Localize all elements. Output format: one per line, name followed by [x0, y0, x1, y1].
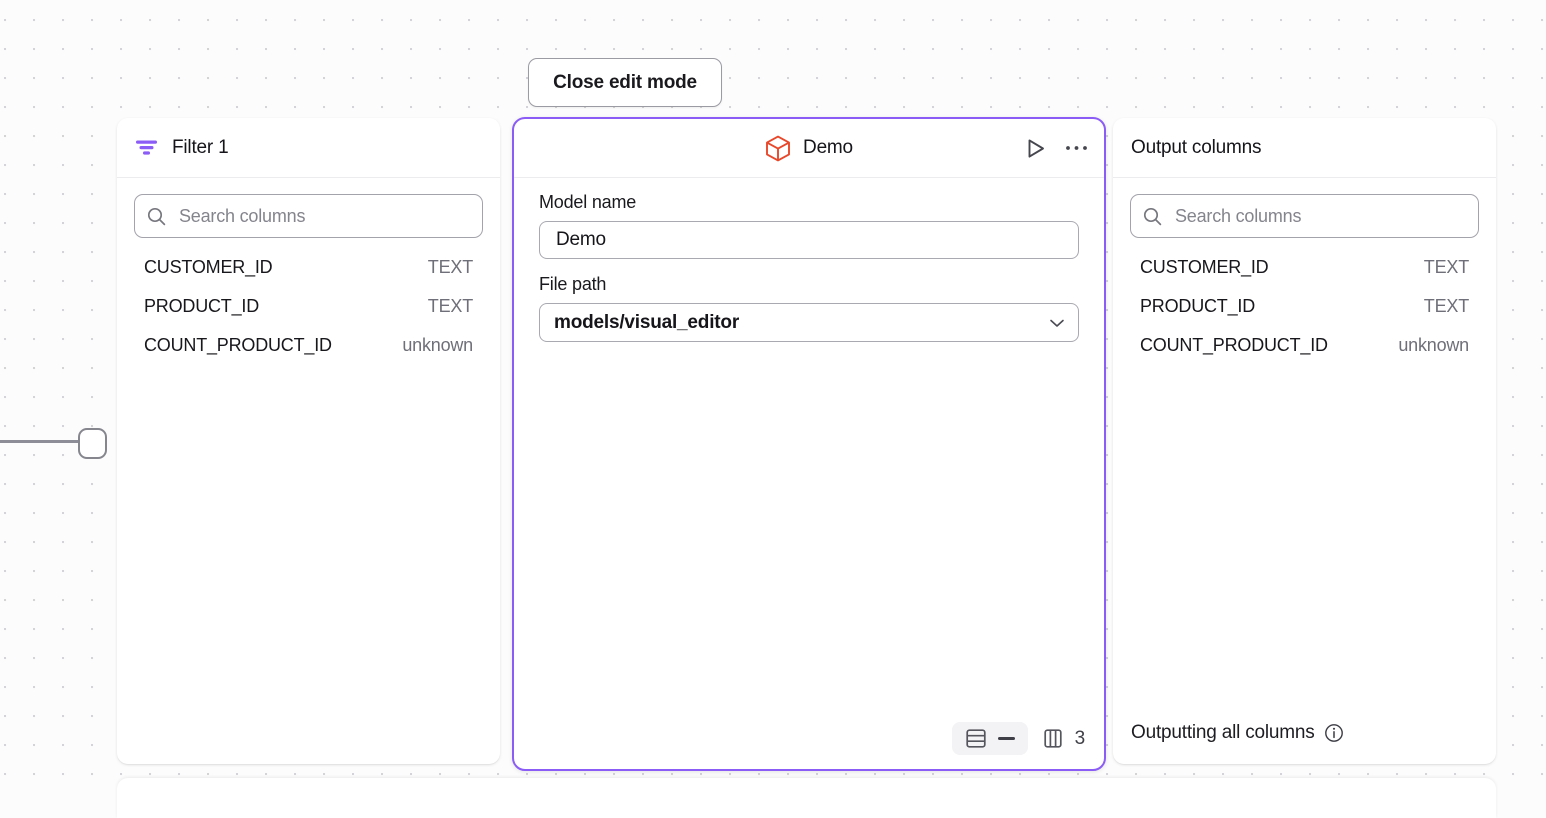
columns-icon — [1042, 728, 1064, 749]
model-panel-body: Model name File path models/visual_edito… — [514, 178, 1104, 769]
column-row[interactable]: CUSTOMER_ID TEXT — [134, 257, 483, 293]
column-row[interactable]: COUNT_PRODUCT_ID unknown — [1130, 335, 1479, 371]
output-panel-header: Output columns — [1113, 118, 1496, 178]
column-name: PRODUCT_ID — [1140, 296, 1256, 316]
output-footer: Outputting all columns — [1130, 702, 1479, 764]
column-row[interactable]: PRODUCT_ID TEXT — [1130, 296, 1479, 332]
search-icon — [1143, 207, 1162, 225]
column-type: TEXT — [427, 296, 473, 316]
filter-panel[interactable]: Filter 1 CUSTOMER_ID TEXT PRODUCT_ID TEXT CO… — [117, 118, 500, 764]
output-search-field[interactable] — [1130, 194, 1479, 238]
filter-search-input[interactable] — [177, 204, 470, 228]
info-icon[interactable] — [1324, 723, 1344, 743]
output-search-input[interactable] — [1173, 204, 1466, 228]
model-footer-stats: 3 — [951, 722, 1085, 755]
file-path-label: File path — [539, 274, 607, 294]
output-panel-title: Output columns — [1131, 136, 1262, 158]
model-name-label: Model name — [539, 192, 637, 212]
file-path-value: models/visual_editor — [554, 311, 740, 333]
connector-edge — [0, 440, 80, 443]
column-row[interactable]: COUNT_PRODUCT_ID unknown — [134, 335, 483, 371]
column-type: TEXT — [1423, 257, 1469, 277]
filter-column-list: CUSTOMER_ID TEXT PRODUCT_ID TEXT COUNT_PRODU… — [134, 257, 483, 371]
column-count-stat[interactable]: 3 — [1042, 728, 1085, 750]
column-type: unknown — [1398, 335, 1469, 355]
bottom-panel-peek[interactable] — [117, 778, 1496, 818]
connector-handle[interactable] — [78, 428, 107, 459]
column-type: unknown — [402, 335, 473, 355]
model-name-input[interactable] — [554, 228, 1064, 252]
row-count-stat[interactable] — [951, 722, 1028, 755]
close-edit-mode-button[interactable]: Close edit mode — [528, 58, 722, 107]
filter-search-field[interactable] — [134, 194, 483, 238]
search-icon — [147, 207, 166, 225]
output-panel-body: CUSTOMER_ID TEXT PRODUCT_ID TEXT COUNT_PRODU… — [1113, 178, 1496, 764]
filter-panel-header: Filter 1 — [117, 118, 500, 178]
column-name: COUNT_PRODUCT_ID — [1140, 335, 1328, 355]
column-row[interactable]: CUSTOMER_ID TEXT — [1130, 257, 1479, 293]
column-name: PRODUCT_ID — [144, 296, 260, 316]
output-columns-panel[interactable]: Output columns CUSTOMER_IDTEXTPRODUCT_ID… — [1113, 118, 1496, 764]
column-name: CUSTOMER_ID — [144, 257, 273, 277]
model-panel-header: Demo — [514, 119, 1104, 178]
ellipsis-icon — [1066, 146, 1087, 150]
column-row[interactable]: PRODUCT_ID TEXT — [134, 296, 483, 332]
cube-icon — [765, 135, 791, 162]
filter-icon — [135, 139, 158, 156]
column-type: TEXT — [1423, 296, 1469, 316]
row-count-value — [997, 737, 1015, 740]
filter-panel-title: Filter 1 — [172, 136, 229, 158]
filter-panel-body: CUSTOMER_ID TEXT PRODUCT_ID TEXT COUNT_PRODU… — [117, 178, 500, 764]
column-name: COUNT_PRODUCT_ID — [144, 335, 332, 355]
column-count-value: 3 — [1074, 727, 1086, 749]
rows-icon — [965, 728, 987, 749]
model-panel-title: Demo — [803, 137, 853, 158]
run-button[interactable] — [1024, 137, 1047, 160]
output-column-list: CUSTOMER_ID TEXT PRODUCT_ID TEXT COUNT_PRODU… — [1130, 257, 1479, 371]
more-options-button[interactable] — [1065, 144, 1088, 152]
model-panel[interactable]: Demo Model name File path models/ — [512, 117, 1106, 771]
column-name: CUSTOMER_ID — [1140, 257, 1269, 277]
output-footer-text: Outputting all columns — [1131, 722, 1315, 743]
model-name-field[interactable] — [539, 221, 1079, 259]
column-type: TEXT — [427, 257, 473, 277]
chevron-down-icon — [1049, 318, 1065, 328]
file-path-select[interactable]: models/visual_editor — [539, 303, 1079, 342]
play-icon — [1028, 138, 1044, 158]
